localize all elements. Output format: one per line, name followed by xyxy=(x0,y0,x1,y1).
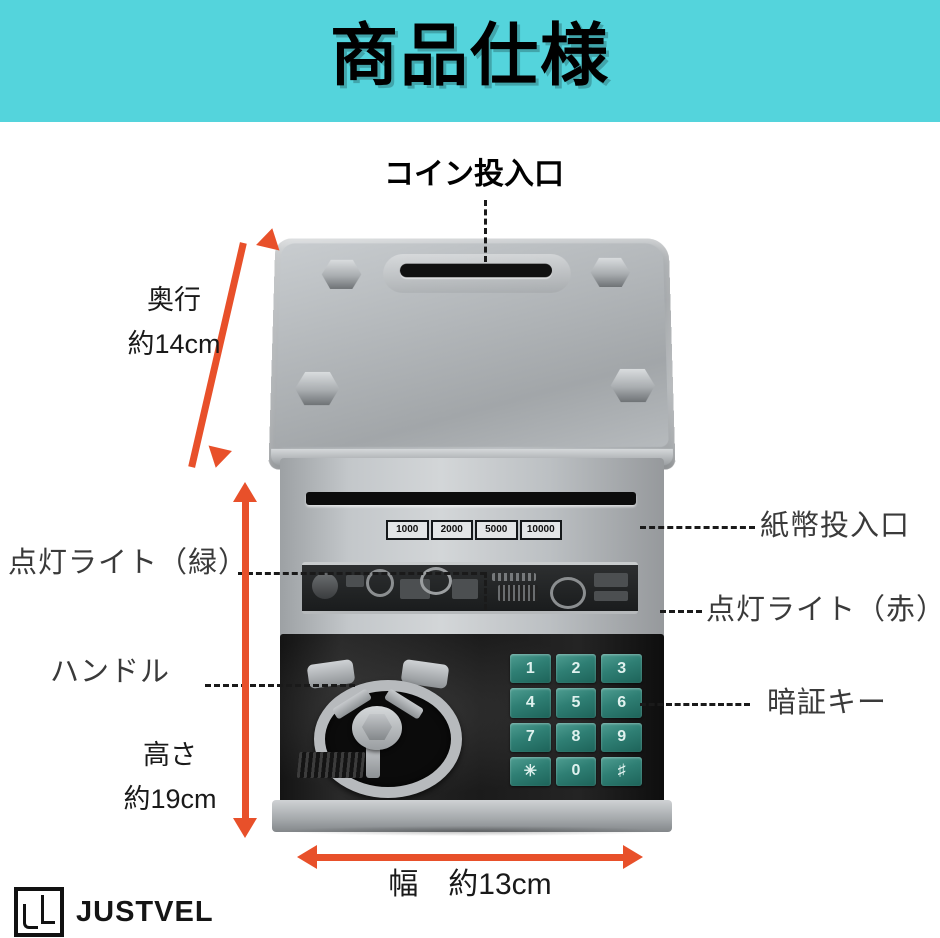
safe-upper-body: 1000 2000 5000 10000 xyxy=(280,458,664,638)
pcb-component xyxy=(420,567,452,595)
keypad-key[interactable]: 2 xyxy=(555,654,597,684)
pcb-component xyxy=(452,579,478,599)
monogram-j xyxy=(23,904,38,929)
drop-shadow xyxy=(286,826,658,836)
pcb-component xyxy=(498,585,538,601)
callout-green-light-label: 点灯ライト（緑） xyxy=(8,547,249,579)
pcb-component xyxy=(594,573,628,587)
leader-line-red-light xyxy=(660,610,702,613)
keypad-key[interactable]: 4 xyxy=(510,688,551,718)
callout-red-light-label: 点灯ライト（赤） xyxy=(706,594,940,626)
keypad-key[interactable]: 1 xyxy=(510,654,551,684)
leader-line-green-light xyxy=(238,572,486,575)
callout-coin-slot-label: コイン投入口 xyxy=(384,158,564,191)
bill-slot xyxy=(306,492,636,505)
keypad-key[interactable]: ♯ xyxy=(601,756,642,786)
keypad-key[interactable]: ✳ xyxy=(510,756,551,786)
leader-line-green-light-vertical xyxy=(484,572,487,610)
green-light-indicator xyxy=(366,569,394,597)
jl-monogram-icon xyxy=(14,887,64,937)
pcb-component xyxy=(346,575,364,587)
height-value-text: 約19cm xyxy=(123,784,217,814)
monogram-l xyxy=(41,895,55,924)
pin-keypad: 1 2 3 4 5 6 7 8 9 ✳ 0 ♯ xyxy=(510,654,642,786)
leader-line-coin-slot xyxy=(484,200,487,262)
safe-base xyxy=(272,800,672,832)
denomination-label: 1000 xyxy=(386,520,429,540)
denomination-label: 2000 xyxy=(430,520,473,540)
depth-label-text: 奥行 xyxy=(147,285,201,315)
circuit-board-window xyxy=(302,562,638,614)
safe-top-lid xyxy=(268,238,676,470)
leader-line-pin-key xyxy=(640,703,750,706)
keypad-key[interactable]: 5 xyxy=(555,688,597,718)
pcb-component xyxy=(594,591,628,601)
safe-door-panel: 1 2 3 4 5 6 7 8 9 ✳ 0 ♯ xyxy=(280,634,664,806)
leader-line-bill-slot xyxy=(640,526,755,529)
keypad-key[interactable]: 3 xyxy=(601,654,642,684)
callout-pin-key-label: 暗証キー xyxy=(767,687,888,719)
brand-logo: JUSTVEL xyxy=(14,887,214,937)
width-dimension-label: 幅 約13cm xyxy=(388,868,552,901)
leader-line-handle xyxy=(205,684,355,687)
keypad-key[interactable]: 6 xyxy=(601,688,642,718)
keypad-key[interactable]: 0 xyxy=(555,756,597,786)
red-light-indicator xyxy=(550,577,586,609)
denomination-label: 10000 xyxy=(519,520,562,540)
callout-handle-label: ハンドル xyxy=(50,656,171,688)
height-dimension-label: 高さ 約19cm xyxy=(108,733,232,821)
coin-slot xyxy=(399,263,553,278)
depth-value-text: 約14cm xyxy=(127,329,221,359)
brand-name: JUSTVEL xyxy=(76,895,214,928)
keypad-key[interactable]: 8 xyxy=(555,722,597,752)
denomination-strip: 1000 2000 5000 10000 xyxy=(386,520,562,540)
keypad-key[interactable]: 9 xyxy=(601,722,642,752)
safe-handle xyxy=(306,656,462,798)
callout-bill-slot-label: 紙幣投入口 xyxy=(760,510,911,542)
height-label-text: 高さ xyxy=(143,740,197,770)
speaker-vent xyxy=(296,752,366,778)
handle-spoke xyxy=(366,744,380,778)
keypad-key[interactable]: 7 xyxy=(510,722,551,752)
denomination-label: 5000 xyxy=(475,520,518,540)
page-title: 商品仕様 xyxy=(329,17,610,96)
header-band: 商品仕様 xyxy=(0,0,940,122)
pcb-component xyxy=(312,573,338,599)
depth-dimension-label: 奥行 約14cm xyxy=(86,278,262,366)
pcb-component xyxy=(492,573,536,581)
product-image-safe-bank: 1000 2000 5000 10000 xyxy=(262,236,682,836)
